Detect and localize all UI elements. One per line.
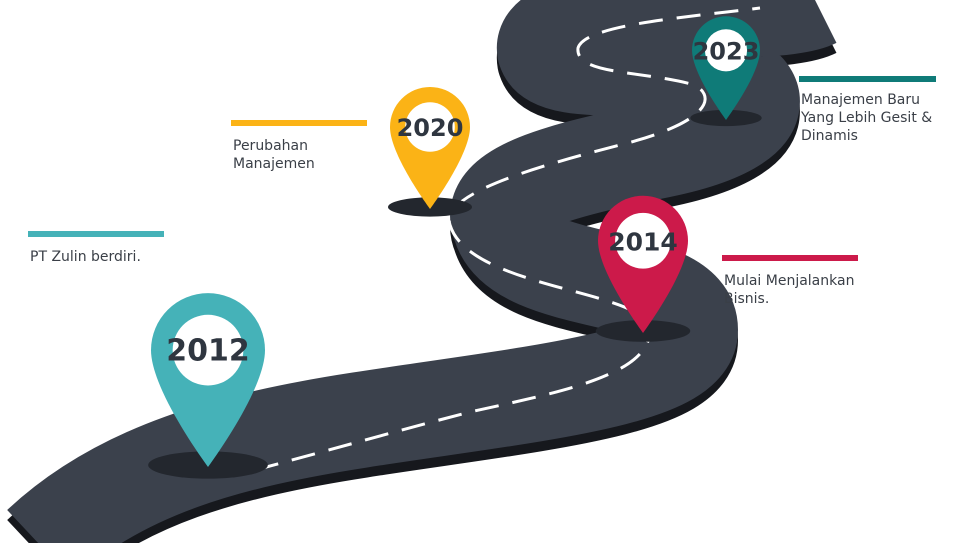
milestone-bar-2020 [231,120,367,126]
milestone-bar-2014 [722,255,858,261]
milestone-description-2012: PT Zulin berdiri. [30,249,141,265]
road-surface [7,0,837,543]
milestone-pin-2014: 2014 [595,195,691,342]
pin-inner-circle [172,314,244,386]
milestone-year-2020: 2020 [397,114,464,142]
pin-inner-circle [615,212,671,269]
pin-inner-circle [704,29,748,72]
milestone-pin-2012: 2012 [148,293,268,479]
milestone-description-2014: Mulai Menjalankan Bisnis. [724,273,855,307]
milestone-year-2012: 2012 [166,334,250,369]
milestone-year-2014: 2014 [608,227,678,256]
milestone-pin-2020: 2020 [388,87,472,217]
milestone-year-2023: 2023 [693,37,760,65]
pin-inner-circle [405,102,455,152]
milestone-pins: 2012 2014 2020 2023 [148,16,762,479]
milestone-bar-2012 [28,231,164,237]
milestone-description-2020: Perubahan Manajemen [233,138,315,172]
milestone-description-2023: Manajemen Baru Yang Lebih Gesit & Dinami… [801,92,933,144]
milestone-pin-2023: 2023 [690,16,762,127]
milestone-bar-2023 [799,76,936,82]
